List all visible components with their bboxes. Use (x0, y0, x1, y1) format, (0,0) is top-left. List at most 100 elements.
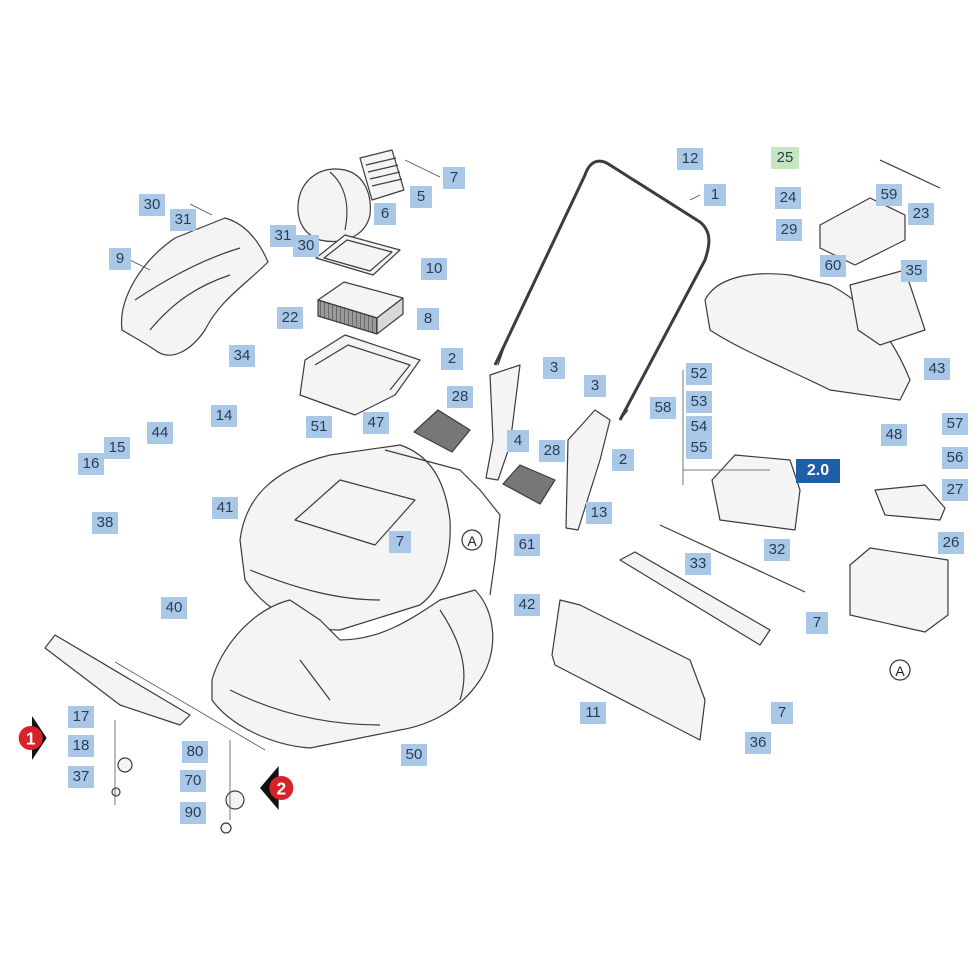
part-label-51[interactable]: 51 (306, 416, 332, 438)
part-label-30[interactable]: 30 (139, 194, 165, 216)
part-label-31[interactable]: 31 (270, 225, 296, 247)
part-label-70[interactable]: 70 (180, 770, 206, 792)
part-cable-59 (879, 159, 941, 189)
part-label-56[interactable]: 56 (942, 447, 968, 469)
part-label-54[interactable]: 54 (686, 416, 712, 438)
part-label-33[interactable]: 33 (685, 553, 711, 575)
part-label-8[interactable]: 8 (417, 308, 439, 330)
part-label-80[interactable]: 80 (182, 741, 208, 763)
part-label-59[interactable]: 59 (876, 184, 902, 206)
part-strip-32 (659, 524, 806, 593)
part-label-10[interactable]: 10 (421, 258, 447, 280)
part-label-27[interactable]: 27 (942, 479, 968, 501)
part-label-37[interactable]: 37 (68, 766, 94, 788)
part-bottom-11 (551, 599, 706, 741)
part-label-7[interactable]: 7 (806, 612, 828, 634)
part-grille (359, 149, 405, 201)
part-label-58[interactable]: 58 (650, 397, 676, 419)
part-label-61[interactable]: 61 (514, 534, 540, 556)
part-label-29[interactable]: 29 (776, 219, 802, 241)
part-wheel-18 (117, 757, 133, 773)
part-label-44[interactable]: 44 (147, 422, 173, 444)
part-label-40[interactable]: 40 (161, 597, 187, 619)
part-filter-frame (315, 234, 401, 276)
part-label-32[interactable]: 32 (764, 539, 790, 561)
part-pad-28a (413, 409, 471, 453)
part-label-41[interactable]: 41 (212, 497, 238, 519)
part-wheel-70 (225, 790, 245, 810)
part-bracket-hinge (44, 634, 191, 726)
part-rail-61 (384, 449, 501, 596)
part-label-2[interactable]: 2 (441, 348, 463, 370)
connector-a2: A (889, 659, 911, 681)
part-label-14[interactable]: 14 (211, 405, 237, 427)
part-label-1[interactable]: 1 (704, 184, 726, 206)
part-label-36[interactable]: 36 (745, 732, 771, 754)
part-label-57[interactable]: 57 (942, 413, 968, 435)
part-motor-housing (297, 168, 371, 243)
part-label-16[interactable]: 16 (78, 453, 104, 475)
part-label-2[interactable]: 2 (612, 449, 634, 471)
part-label-26[interactable]: 26 (938, 532, 964, 554)
part-label-50[interactable]: 50 (401, 744, 427, 766)
part-label-34[interactable]: 34 (229, 345, 255, 367)
part-label-43[interactable]: 43 (924, 358, 950, 380)
part-label-15[interactable]: 15 (104, 437, 130, 459)
part-cover-33 (619, 551, 771, 646)
part-pad-28b (502, 464, 556, 505)
part-battery-26 (849, 547, 949, 633)
part-handle (493, 159, 711, 421)
part-label-25[interactable]: 25 (771, 147, 799, 169)
part-label-18[interactable]: 18 (68, 735, 94, 757)
part-label-28[interactable]: 28 (447, 386, 473, 408)
part-label-47[interactable]: 47 (363, 412, 389, 434)
part-label-22[interactable]: 22 (277, 307, 303, 329)
part-label-7[interactable]: 7 (443, 167, 465, 189)
svg-text:A: A (895, 663, 905, 679)
part-filter-tray (299, 334, 421, 416)
part-label-35[interactable]: 35 (901, 260, 927, 282)
part-label-42[interactable]: 42 (514, 594, 540, 616)
connector-a1: A (461, 529, 483, 551)
part-label-17[interactable]: 17 (68, 706, 94, 728)
part-label-12[interactable]: 12 (677, 148, 703, 170)
part-charger-23 (819, 197, 906, 266)
part-label-28[interactable]: 28 (539, 440, 565, 462)
part-label-4[interactable]: 4 (507, 430, 529, 452)
part-label-23[interactable]: 23 (908, 203, 934, 225)
part-label-55[interactable]: 55 (686, 437, 712, 459)
part-label-7[interactable]: 7 (389, 531, 411, 553)
part-rear-cover (120, 217, 269, 356)
svg-text:2: 2 (277, 779, 287, 799)
part-label-52[interactable]: 52 (686, 363, 712, 385)
part-label-5[interactable]: 5 (410, 186, 432, 208)
part-label-48[interactable]: 48 (881, 424, 907, 446)
part-label-7[interactable]: 7 (771, 702, 793, 724)
svg-text:1: 1 (26, 729, 36, 749)
part-label-53[interactable]: 53 (686, 391, 712, 413)
svg-text:A: A (467, 533, 477, 549)
part-label-3[interactable]: 3 (584, 375, 606, 397)
part-label-60[interactable]: 60 (820, 255, 846, 277)
part-chassis-deck (211, 589, 494, 749)
part-label-38[interactable]: 38 (92, 512, 118, 534)
part-label-13[interactable]: 13 (586, 502, 612, 524)
part-label-31[interactable]: 31 (170, 209, 196, 231)
part-upper-housing (239, 444, 451, 631)
position-marker-2[interactable]: 2 (258, 766, 302, 810)
position-marker-1[interactable]: 1 (10, 716, 54, 760)
part-label-30[interactable]: 30 (293, 235, 319, 257)
part-label-11[interactable]: 11 (580, 702, 606, 724)
part-plate-27 (874, 484, 946, 521)
part-label-6[interactable]: 6 (374, 203, 396, 225)
part-cage-2 (711, 454, 801, 531)
part-side-plate-13 (565, 409, 611, 531)
subassembly-label-2-0[interactable]: 2.0 (796, 459, 840, 483)
part-label-3[interactable]: 3 (543, 357, 565, 379)
part-label-90[interactable]: 90 (180, 802, 206, 824)
part-label-9[interactable]: 9 (109, 248, 131, 270)
part-cover-35 (849, 269, 926, 346)
part-side-plate-4 (485, 364, 521, 481)
part-label-24[interactable]: 24 (775, 187, 801, 209)
